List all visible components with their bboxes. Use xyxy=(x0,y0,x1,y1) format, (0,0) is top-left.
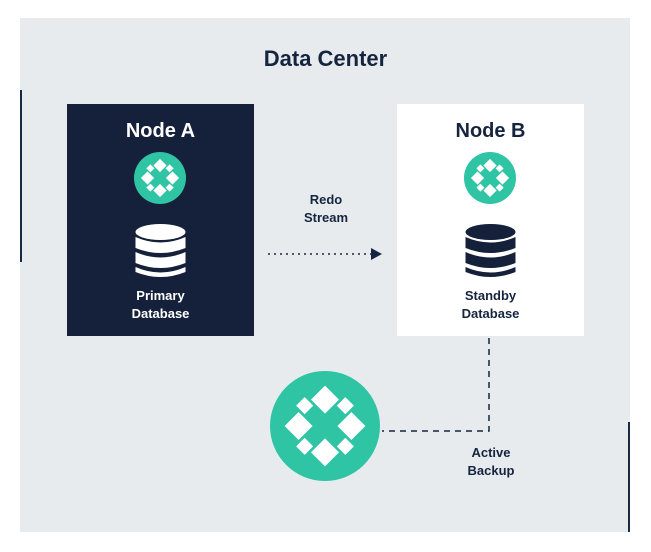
node-b-label: Standby Database xyxy=(461,288,520,321)
node-a: Node A Primary Database xyxy=(67,104,254,336)
node-a-label: Primary Database xyxy=(131,288,190,321)
redo-stream-arrowhead xyxy=(371,248,382,260)
backup-logo-icon xyxy=(270,371,380,481)
frame-accent-left xyxy=(20,90,22,262)
active-backup-label: Active Backup xyxy=(467,445,515,478)
frame-accent-right xyxy=(628,422,630,532)
product-logo-icon xyxy=(134,152,186,204)
product-logo-icon xyxy=(464,152,516,204)
redo-stream-label: Redo Stream xyxy=(303,192,349,225)
diagram-title: Data Center xyxy=(263,46,388,71)
node-b-title: Node B xyxy=(455,120,526,142)
node-b: Node B Standby Database xyxy=(397,104,584,336)
active-backup-line xyxy=(382,338,490,432)
database-icon xyxy=(465,224,516,277)
node-a-title: Node A xyxy=(125,120,196,142)
database-icon xyxy=(135,224,186,277)
